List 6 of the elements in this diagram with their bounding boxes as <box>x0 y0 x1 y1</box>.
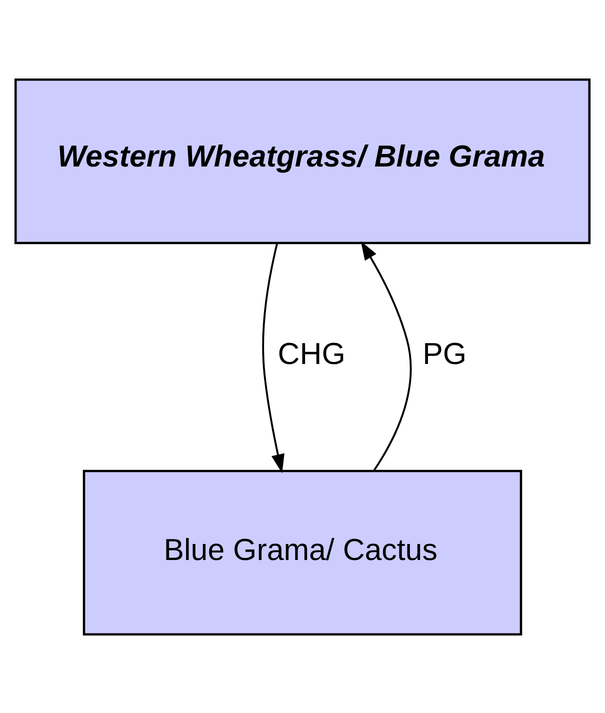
node-box: Western Wheatgrass/ Blue Grama <box>14 78 591 244</box>
arrow <box>360 240 412 471</box>
edge-label: PG <box>422 336 467 371</box>
edge-label: CHG <box>278 336 346 371</box>
node-box: Blue Grama/ Cactus <box>82 469 522 636</box>
arrow <box>262 242 284 473</box>
